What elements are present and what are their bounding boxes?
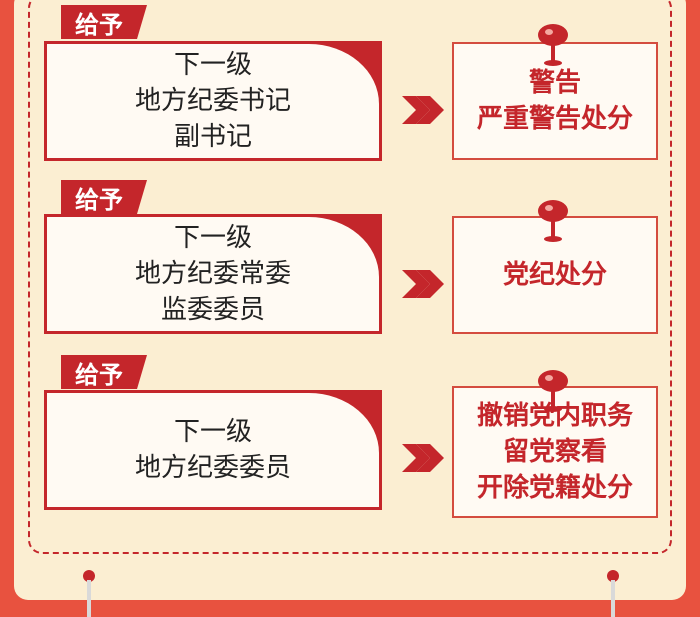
subject-card: 下一级 地方纪委书记 副书记	[44, 41, 382, 161]
tag-label: 给予	[61, 5, 147, 39]
penalty-line: 留党察看	[502, 437, 607, 467]
double-arrow-icon	[402, 444, 444, 472]
subject-line: 监委委员	[160, 295, 265, 325]
subject-line: 副书记	[173, 122, 252, 152]
penalty-card: 警告 严重警告处分	[452, 42, 658, 160]
subject-line: 地方纪委书记	[134, 86, 291, 116]
double-arrow-icon	[402, 96, 444, 124]
subject-card: 下一级 地方纪委委员	[44, 390, 382, 510]
tag-label: 给予	[61, 180, 147, 214]
subject-line: 下一级	[173, 417, 252, 447]
hanger-rod-left	[83, 570, 95, 617]
penalty-line: 党纪处分	[502, 260, 607, 290]
pin-icon	[538, 24, 568, 66]
subject-card: 下一级 地方纪委常委 监委委员	[44, 214, 382, 334]
dashed-frame	[28, 0, 672, 554]
penalty-line: 严重警告处分	[476, 104, 633, 134]
pin-icon	[538, 200, 568, 242]
subject-line: 下一级	[173, 50, 252, 80]
pin-icon	[538, 370, 568, 412]
subject-line: 下一级	[173, 223, 252, 253]
penalty-line: 警告	[528, 68, 581, 98]
subject-line: 地方纪委委员	[134, 453, 291, 483]
tag-label: 给予	[61, 355, 147, 389]
hanger-rod-right	[607, 570, 619, 617]
penalty-line: 开除党籍处分	[476, 473, 633, 503]
double-arrow-icon	[402, 270, 444, 298]
subject-line: 地方纪委常委	[134, 259, 291, 289]
